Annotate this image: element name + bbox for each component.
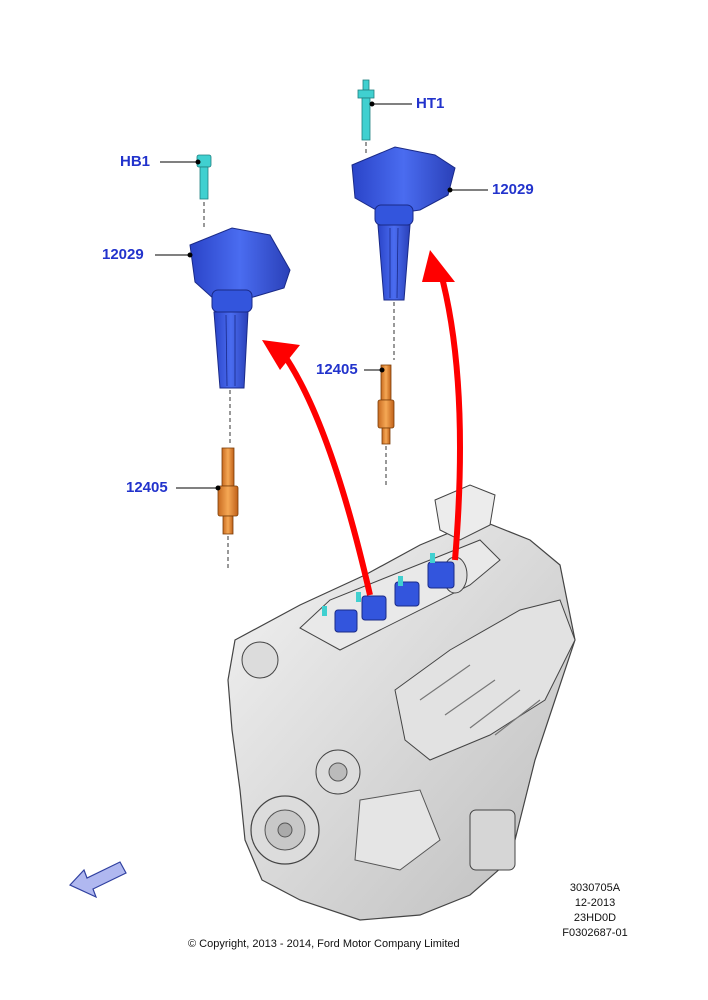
engine-block — [227, 484, 576, 921]
ignition-coil-right — [351, 146, 456, 360]
ignition-coil-left — [189, 227, 291, 445]
bolt-ht1 — [357, 79, 375, 155]
callout-ht1: HT1 — [416, 95, 445, 112]
drawing-date: 12-2013 — [574, 897, 616, 909]
callout-coil-right: 12029 — [492, 181, 534, 198]
spark-plug-right — [377, 364, 395, 485]
install-arrow-right — [422, 250, 463, 561]
callout-plug-left: 12405 — [126, 479, 168, 496]
install-arrow-left — [262, 340, 373, 596]
callout-plug-right: 12405 — [316, 361, 358, 378]
drawing-reference: 3030705A 12-2013 23HD0D F0302687-01 — [560, 881, 630, 941]
drawing-id: F0302687-01 — [562, 927, 628, 939]
leader-lines — [155, 101, 488, 491]
spark-plug-left — [217, 447, 239, 570]
bolt-hb1 — [196, 154, 212, 228]
drawing-code: 23HD0D — [573, 912, 617, 924]
callout-coil-left: 12029 — [102, 246, 144, 263]
orientation-arrow — [68, 861, 127, 899]
drawing-number: 3030705A — [569, 882, 621, 894]
callout-hb1: HB1 — [120, 153, 151, 170]
copyright-notice: © Copyright, 2013 - 2014, Ford Motor Com… — [188, 938, 460, 950]
